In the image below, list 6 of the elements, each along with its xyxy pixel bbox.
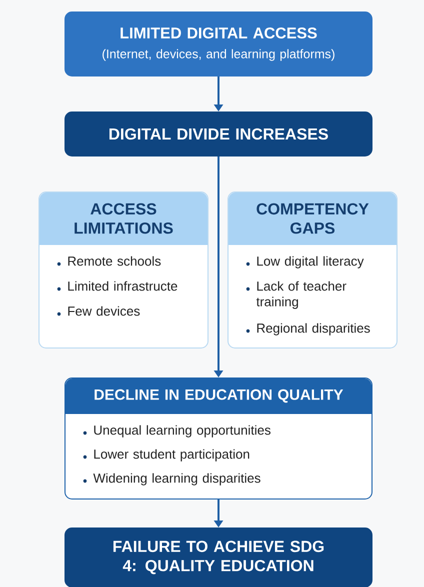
list-card: COMPETENCY GAPS Low digital literacy Lack of teacher training Regional disparities	[228, 192, 398, 348]
list-card: ACCESS LIMITATIONS Remote schools Limited infrastructe Few devices	[38, 192, 208, 348]
process-box: DIGITAL DIVIDE INCREASES	[64, 112, 372, 156]
list-card: DECLINE IN EDUCATION QUALITY Unequal learning opportunities Lower student participation Widening learning disparities	[64, 378, 372, 500]
process-box: LIMITED DIGITAL ACCESS (Internet, devices, and learning platforms)	[64, 12, 372, 76]
process-box: FAILURE TO ACHIEVE SDG 4: QUALITY EDUCATION	[64, 528, 372, 587]
